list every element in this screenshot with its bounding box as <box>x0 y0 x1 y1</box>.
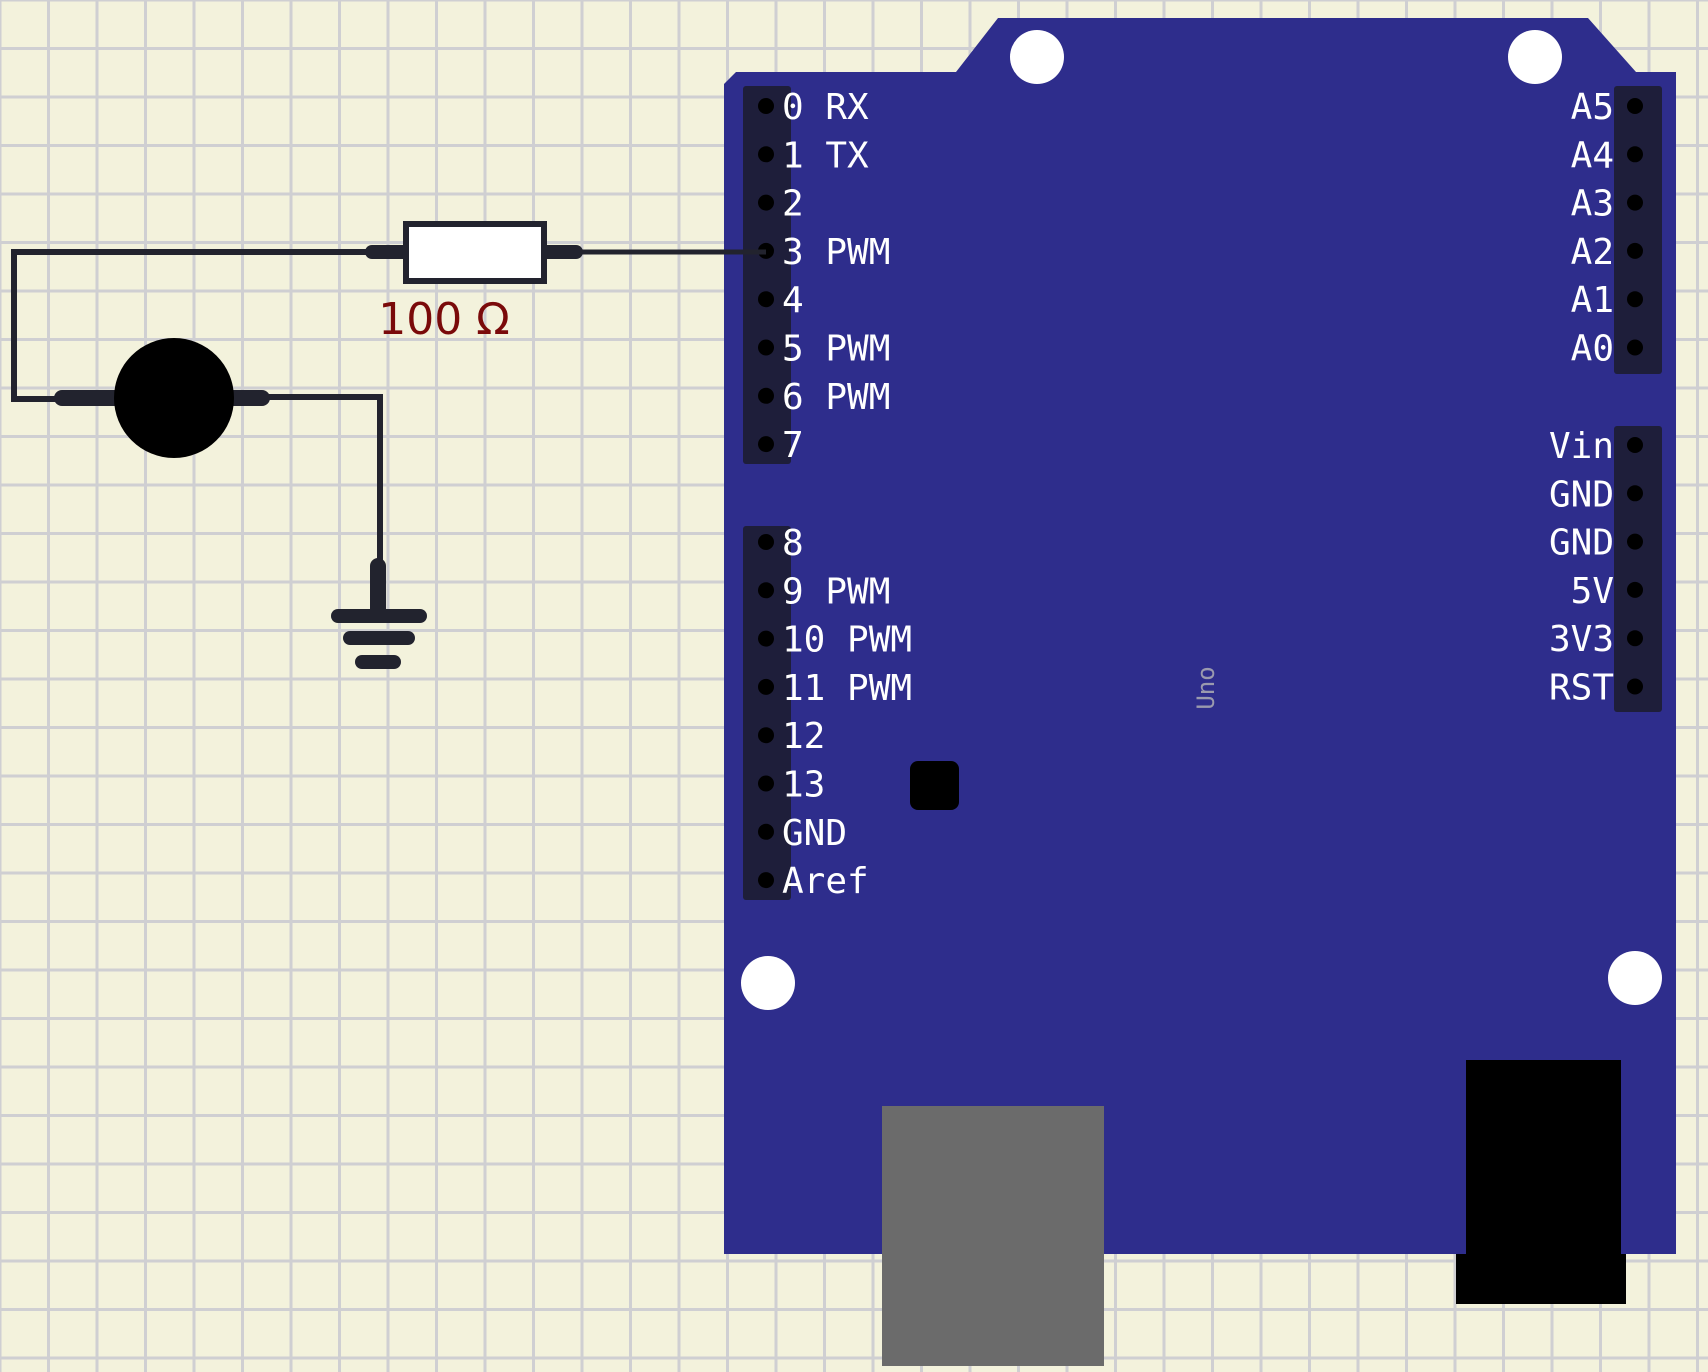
ground-icon[interactable] <box>331 558 427 669</box>
pin-label: 2 <box>782 184 804 225</box>
pin-contact[interactable] <box>1627 581 1643 598</box>
digital-header-bottom <box>743 526 791 900</box>
pin-label: RST <box>1549 668 1614 709</box>
pin-contact[interactable] <box>758 630 774 647</box>
pin-contact[interactable] <box>758 727 774 744</box>
pin-contact[interactable] <box>1627 437 1643 453</box>
pin-contact[interactable] <box>758 872 774 889</box>
pin-label: A0 <box>1571 329 1614 370</box>
digital-header-top <box>743 86 791 464</box>
resistor-body <box>403 221 547 284</box>
arduino-uno-board[interactable]: 0 RX 1 TX 2 3 PWM 4 5 PWM 6 PWM 7 8 9 PWM 10 PWM 1… <box>724 18 1676 1366</box>
board-outline <box>724 18 1676 1254</box>
pin-contact[interactable] <box>758 775 774 792</box>
power-header <box>1614 426 1662 712</box>
onboard-led <box>910 761 959 810</box>
pin-label: 6 PWM <box>782 377 890 418</box>
pin-label: A5 <box>1571 87 1614 128</box>
resistor-value-label: 100 Ω <box>378 294 510 345</box>
mounting-hole <box>1508 30 1562 84</box>
pin-label: A1 <box>1571 280 1614 321</box>
pin-contact[interactable] <box>1627 339 1643 356</box>
motor-icon[interactable] <box>54 338 270 458</box>
pin-label: 9 PWM <box>782 571 890 612</box>
pin-label: 1 TX <box>782 135 869 176</box>
pin-label: GND <box>782 813 847 854</box>
pin-contact[interactable] <box>1627 98 1643 114</box>
pin-label: 0 RX <box>782 87 869 128</box>
pin-contact[interactable] <box>1627 533 1643 550</box>
pin-label: Aref <box>782 861 869 902</box>
pin-label: 5V <box>1571 571 1614 612</box>
pin-contact[interactable] <box>758 387 774 404</box>
mounting-hole <box>1010 30 1064 84</box>
pin-label: 3V3 <box>1549 619 1614 660</box>
pin-contact[interactable] <box>758 98 774 114</box>
pin-contact[interactable] <box>1627 242 1643 259</box>
pin-contact[interactable] <box>758 678 774 695</box>
pin-contact[interactable] <box>758 339 774 356</box>
pin-contact[interactable] <box>1627 194 1643 211</box>
pin-contact[interactable] <box>758 534 774 550</box>
mounting-hole <box>1608 951 1662 1005</box>
analog-header <box>1614 86 1662 374</box>
mounting-hole <box>741 956 795 1010</box>
usb-connector <box>882 1106 1104 1366</box>
pin-contact[interactable] <box>758 291 774 308</box>
pin-contact[interactable] <box>758 146 774 163</box>
pin-label: 12 <box>782 716 825 757</box>
resistor[interactable]: 100 Ω <box>365 221 583 345</box>
pin-contact[interactable] <box>1627 291 1643 308</box>
pin-label: Vin <box>1549 426 1614 467</box>
pin-contact[interactable] <box>1627 678 1643 695</box>
pin-label: A2 <box>1571 232 1614 273</box>
pin-label: A4 <box>1571 135 1614 176</box>
pin-label: 10 PWM <box>782 620 912 661</box>
wire-motor-to-ground[interactable] <box>262 394 383 570</box>
power-jack <box>1466 1060 1621 1256</box>
pin-contact[interactable] <box>758 436 774 453</box>
pin-label: 11 PWM <box>782 668 912 709</box>
pin-label: 3 PWM <box>782 232 890 273</box>
pin-label: 7 <box>782 425 804 466</box>
pin-label: A3 <box>1571 184 1614 225</box>
pin-contact[interactable] <box>758 194 774 211</box>
pin-contact[interactable] <box>1627 146 1643 163</box>
pin-label: 4 <box>782 280 804 321</box>
pin-contact[interactable] <box>1627 485 1643 502</box>
pin-label: 13 <box>782 765 825 806</box>
pin-label: 5 PWM <box>782 329 890 370</box>
motor-body <box>114 338 234 458</box>
board-model-label: Uno <box>1192 666 1220 709</box>
pin-contact[interactable] <box>758 823 774 840</box>
pin-label: GND <box>1549 523 1614 564</box>
pin-contact[interactable] <box>1627 630 1643 647</box>
power-jack-base <box>1456 1254 1626 1304</box>
pin-label: GND <box>1549 474 1614 515</box>
pins-left-top: 0 RX 1 TX 2 3 PWM 4 5 PWM 6 PWM 7 <box>758 87 890 466</box>
pin-label: 8 <box>782 523 804 564</box>
pin-contact[interactable] <box>758 582 774 599</box>
